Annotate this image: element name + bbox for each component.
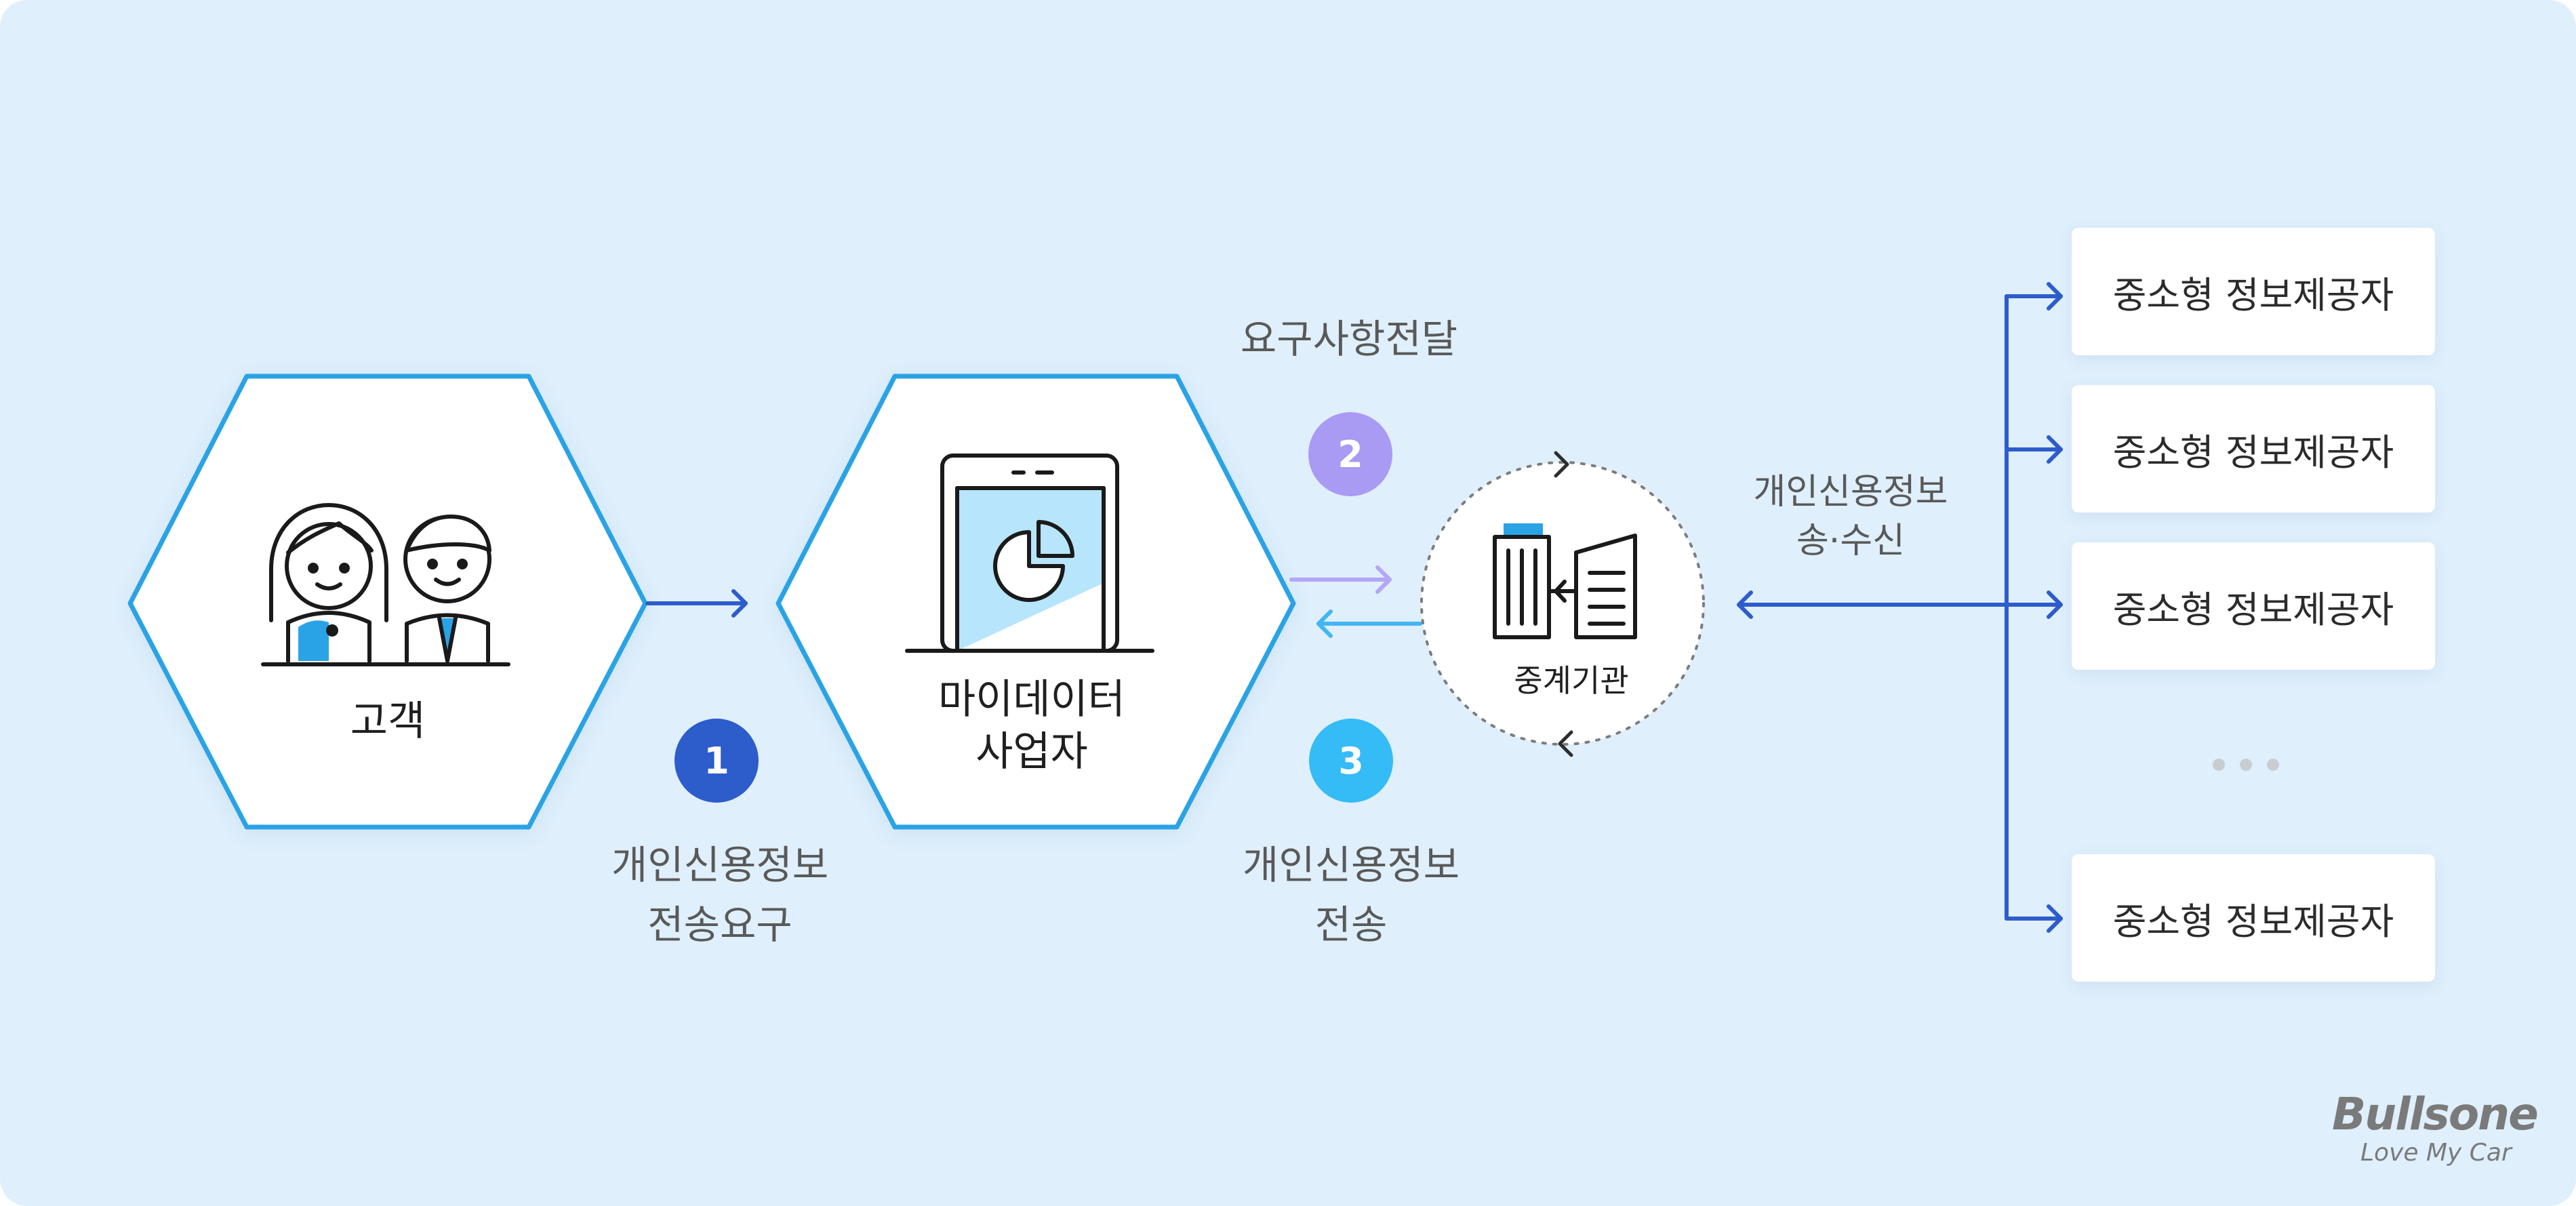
step-1-label-line1: 개인신용정보: [611, 842, 829, 888]
arrow-relay-to-mydata: [1316, 609, 1422, 638]
step-2-number: 2: [1337, 433, 1363, 476]
mobile-chart-icon: [905, 454, 1154, 653]
provider-label: 중소형 정보제공자: [2112, 588, 2394, 631]
arrow-mydata-to-relay: [1289, 565, 1392, 594]
customer-node: [127, 374, 648, 830]
relay-label: 중계기관: [1514, 662, 1629, 699]
step-3-number: 3: [1338, 740, 1364, 782]
relay-node: [1420, 451, 1705, 757]
mydata-label-line2: 사업자: [975, 728, 1088, 776]
step-3-label-line2: 전송: [1314, 902, 1388, 948]
step-1-number: 1: [704, 740, 729, 782]
provider-label: 중소형 정보제공자: [2112, 900, 2394, 943]
provider-box: 중소형 정보제공자: [2072, 854, 2435, 982]
arrow-relay-providers: [1737, 282, 2063, 933]
customers-icon: [261, 503, 510, 666]
provider-box: 중소형 정보제공자: [2072, 228, 2435, 355]
mydata-label-line1: 마이데이터: [938, 676, 1125, 723]
customer-label: 고객: [350, 698, 426, 745]
step-2-badge: 2: [1308, 412, 1392, 496]
providers-ellipsis: [2213, 759, 2279, 771]
step-3-label-line1: 개인신용정보: [1242, 842, 1460, 888]
step-1-badge: 1: [675, 719, 759, 803]
brand-tagline: Love My Car: [2360, 1139, 2512, 1167]
exchange-label-line1: 개인신용정보: [1753, 472, 1948, 512]
building-icon: [1493, 523, 1637, 639]
exchange-label-line2: 송·수신: [1796, 521, 1906, 561]
cycle-arrow-top-icon: [1554, 451, 1569, 478]
step-3-badge: 3: [1309, 719, 1393, 803]
brand-logo: Bullsone: [2332, 1088, 2539, 1140]
arrow-customer-to-mydata: [645, 589, 748, 618]
step-1-label-line2: 전송요구: [647, 902, 792, 948]
provider-label: 중소형 정보제공자: [2112, 430, 2394, 474]
provider-box: 중소형 정보제공자: [2072, 385, 2435, 512]
provider-label: 중소형 정보제공자: [2112, 273, 2394, 317]
step-2-label: 요구사항전달: [1240, 316, 1458, 362]
provider-box: 중소형 정보제공자: [2072, 542, 2435, 670]
mydata-node: [776, 374, 1296, 830]
cycle-arrow-bottom-icon: [1558, 730, 1573, 757]
